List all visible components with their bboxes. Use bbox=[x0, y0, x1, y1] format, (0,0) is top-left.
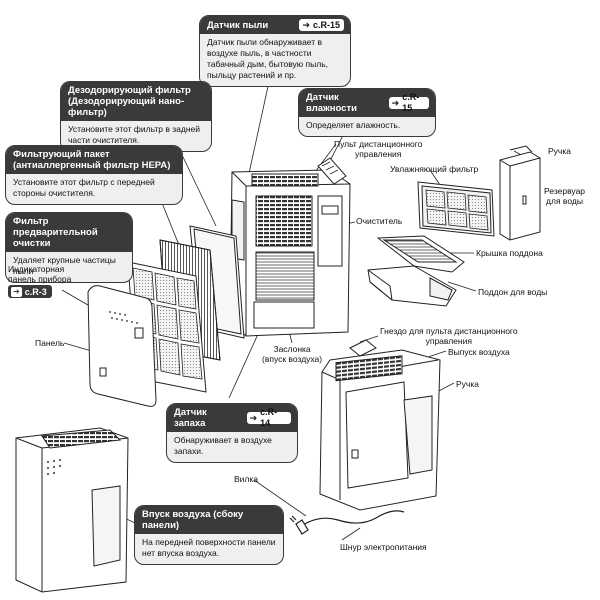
callout-text: Установите этот фильтр с передней сторон… bbox=[13, 177, 155, 198]
callout-title-line2: (Дезодорирующий нано-фильтр) bbox=[68, 96, 185, 118]
arrow-right-icon: ➔ bbox=[302, 19, 310, 30]
callout-title-line1: Фильтр предварительной bbox=[13, 216, 98, 238]
label-plug: Вилка bbox=[234, 474, 259, 484]
front-panel-drawing bbox=[87, 285, 157, 407]
water-tray-drawing bbox=[367, 265, 457, 307]
page-ref: ➔с.R-14 bbox=[246, 407, 291, 428]
page-ref: ➔с.R-15 bbox=[388, 92, 429, 113]
callout-text: Обнаруживает в воздухе запахи. bbox=[174, 435, 272, 456]
callout-text: Установите этот фильтр в задней части оч… bbox=[68, 124, 200, 145]
callout-prefilter: Фильтр предварительной очистки Удаляет к… bbox=[5, 212, 133, 283]
main-unit bbox=[229, 169, 351, 337]
indicator-page-ref: ➔ с.R-3 bbox=[8, 285, 52, 298]
callout-hepa-filter: Фильтрующий пакет (антиаллергенный фильт… bbox=[5, 145, 183, 205]
callout-title-line1: Дезодорирующий фильтр bbox=[68, 85, 191, 96]
callout-title-line2: (антиаллергенный фильтр HEPA) bbox=[13, 160, 171, 171]
callout-air-inlet-side: Впуск воздуха (сбоку панели) На передней… bbox=[134, 505, 284, 565]
water-reservoir-drawing bbox=[499, 145, 541, 241]
callout-text: Удаляет крупные частицы пыли bbox=[13, 255, 116, 276]
label-tray-cover: Крышка поддона bbox=[476, 248, 543, 258]
callout-title-line1: Фильтрующий пакет bbox=[13, 149, 110, 160]
callout-dust-sensor: Датчик пыли ➔с.R-15 Датчик пыли обнаружи… bbox=[199, 15, 351, 87]
callout-deodor-filter: Дезодорирующий фильтр (Дезодорирующий на… bbox=[60, 81, 212, 152]
remote-control-drawing bbox=[317, 157, 347, 185]
bottom-unit-drawing bbox=[15, 427, 129, 593]
label-air-outlet: Выпуск воздуха bbox=[448, 347, 510, 357]
assembled-unit-drawing bbox=[319, 339, 441, 511]
callout-odor-sensor: Датчик запаха ➔с.R-14 Обнаруживает в воз… bbox=[166, 403, 298, 463]
label-remote-control: Пульт дистанционного управления bbox=[334, 139, 423, 159]
label-handle-mid: Ручка bbox=[456, 379, 479, 389]
label-damper: Заслонка (впуск воздуха) bbox=[262, 344, 323, 364]
callout-title: Датчик пыли bbox=[207, 19, 269, 31]
tray-cover-drawing bbox=[376, 235, 465, 273]
label-indicator-panel: Индикаторная панель прибора bbox=[8, 264, 72, 284]
callout-humidity-sensor: Датчик влажности ➔с.R-15 Определяет влаж… bbox=[298, 88, 436, 137]
callout-title-line2: очистки bbox=[13, 238, 51, 249]
callout-text: Датчик пыли обнаруживает в воздухе пыль,… bbox=[207, 37, 328, 80]
label-panel: Панель bbox=[35, 338, 65, 348]
label-purifier: Очиститель bbox=[356, 216, 403, 226]
callout-text: На передней поверхности панели нет впуск… bbox=[142, 537, 276, 558]
callout-title: Впуск воздуха (сбоку панели) bbox=[142, 509, 244, 531]
power-cord-drawing bbox=[289, 510, 405, 535]
arrow-right-icon: ➔ bbox=[391, 97, 400, 108]
humid-filter-drawing bbox=[417, 181, 495, 237]
page-ref: ➔с.R-15 bbox=[299, 19, 344, 31]
arrow-right-icon: ➔ bbox=[249, 412, 258, 423]
label-humid-filter: Увлажняющий фильтр bbox=[390, 164, 479, 174]
callout-title: Датчик влажности bbox=[306, 92, 357, 114]
label-handle-top: Ручка bbox=[548, 146, 571, 156]
label-remote-holder: Гнездо для пульта дистанционного управле… bbox=[380, 326, 518, 346]
callout-title: Датчик запаха bbox=[174, 407, 207, 429]
label-water-tray: Поддон для воды bbox=[478, 287, 548, 297]
callout-text: Определяет влажность. bbox=[306, 120, 401, 130]
label-reservoir: Резервуар для воды bbox=[544, 186, 586, 206]
label-power-cord: Шнур электропитания bbox=[340, 542, 427, 552]
arrow-right-icon: ➔ bbox=[11, 286, 22, 297]
